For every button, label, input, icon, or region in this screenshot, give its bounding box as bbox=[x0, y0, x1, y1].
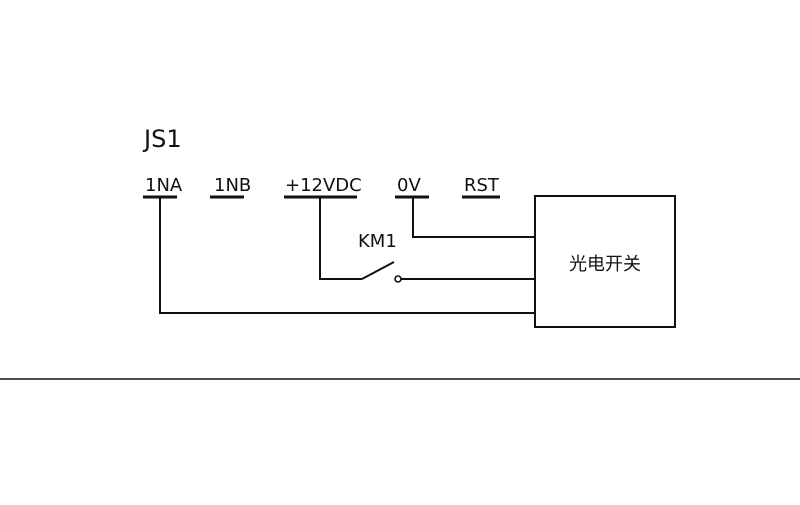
component-label: JS1 bbox=[142, 125, 182, 153]
wire-1na bbox=[159, 198, 535, 314]
switch-blade bbox=[361, 261, 395, 280]
terminal-label-0v: 0V bbox=[397, 175, 421, 196]
photoelectric-switch-box bbox=[534, 195, 676, 328]
device-label: 光电开关 bbox=[569, 254, 641, 275]
switch-contact bbox=[394, 275, 402, 283]
wire-12vdc bbox=[319, 198, 362, 280]
terminal-label-rst: RST bbox=[464, 175, 500, 196]
wire-0v bbox=[412, 198, 535, 238]
terminal-label-1na: 1NA bbox=[145, 175, 183, 196]
switch-label: KM1 bbox=[358, 231, 397, 252]
terminal-label-1nb: 1NB bbox=[214, 175, 251, 196]
terminal-label-12vdc: +12VDC bbox=[285, 175, 362, 196]
